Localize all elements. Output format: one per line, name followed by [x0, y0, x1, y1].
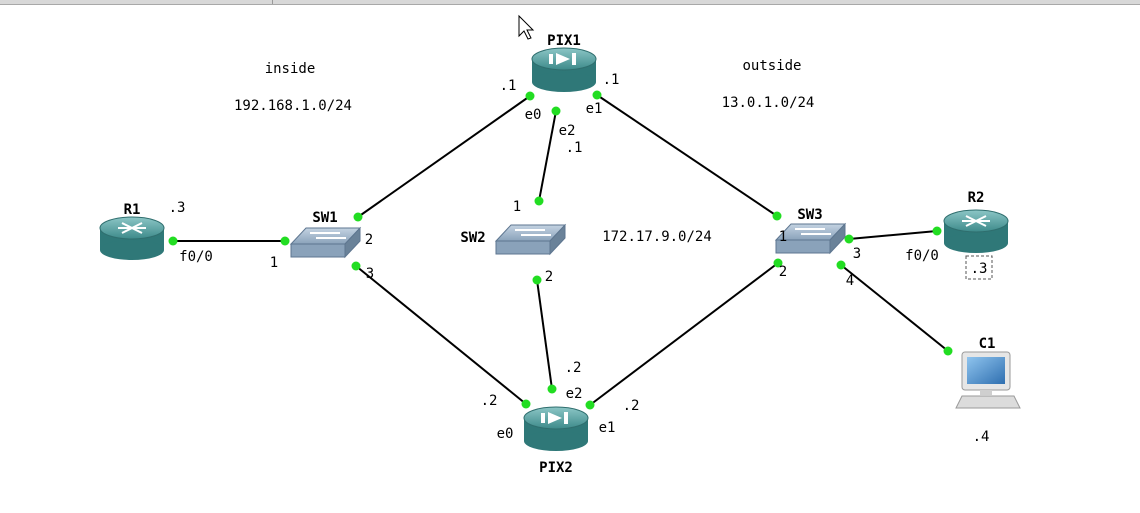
ip-label-pix2-e0: .2: [481, 393, 498, 409]
port-dot-pix2-e0[interactable]: [521, 399, 531, 409]
port-dot-sw2-1[interactable]: [534, 196, 544, 206]
mouse-cursor-icon: [518, 14, 535, 40]
port-dot-sw1-1[interactable]: [280, 236, 290, 246]
port-label-pix1-e2: e2: [559, 123, 576, 139]
port-dot-pix1-e0[interactable]: [525, 91, 535, 101]
firewall-icon: [531, 47, 597, 92]
link-sw1-pix2[interactable]: [355, 265, 527, 405]
subnet-label-inside: 192.168.1.0/24: [234, 98, 352, 114]
device-label-sw3: SW3: [797, 207, 822, 223]
link-sw2-pix2[interactable]: [536, 279, 553, 390]
port-dot-sw1-2[interactable]: [353, 212, 363, 222]
text-selection-box[interactable]: [965, 255, 993, 280]
port-dot-pix1-e2[interactable]: [551, 106, 561, 116]
port-label-sw3-2: 2: [779, 264, 787, 280]
link-sw3-r2[interactable]: [848, 230, 938, 240]
port-dot-sw3-2[interactable]: [773, 258, 783, 268]
port-label-sw3-4: 4: [846, 273, 854, 289]
port-dot-r2-f00[interactable]: [932, 226, 942, 236]
ip-label-c1: .4: [973, 429, 990, 445]
device-label-pix1: PIX1: [547, 33, 581, 49]
port-label-r2-f00: f0/0: [905, 248, 939, 264]
port-label-pix1-e0: e0: [525, 107, 542, 123]
port-dot-sw3-1[interactable]: [772, 211, 782, 221]
device-label-sw2: SW2: [460, 230, 485, 246]
link-sw1-pix1[interactable]: [357, 95, 531, 218]
port-dot-sw3-4[interactable]: [836, 260, 846, 270]
device-label-sw1: SW1: [312, 210, 337, 226]
router-icon: [99, 216, 165, 260]
port-dot-pix2-e2[interactable]: [547, 384, 557, 394]
port-label-sw3-3: 3: [853, 246, 861, 262]
switch-icon: [289, 226, 362, 259]
device-label-c1: C1: [979, 336, 996, 352]
port-label-sw1-2: 2: [365, 232, 373, 248]
firewall-pix1[interactable]: PIX1: [531, 33, 597, 92]
port-dot-sw2-2[interactable]: [532, 275, 542, 285]
port-label-pix2-e1: e1: [599, 420, 616, 436]
ip-label-pix2-e1: .2: [623, 398, 640, 414]
link-pix1-sw2[interactable]: [538, 110, 557, 202]
router-r2[interactable]: R2: [943, 190, 1009, 253]
zone-label-inside: inside: [265, 61, 316, 77]
port-label-r1-f00: f0/0: [179, 249, 213, 265]
ip-label-pix1-e2: .1: [566, 140, 583, 156]
device-label-r1: R1: [124, 202, 141, 218]
ip-label-r2[interactable]: .3: [971, 261, 988, 277]
router-r1[interactable]: R1: [99, 202, 165, 260]
port-label-pix2-e0: e0: [497, 426, 514, 442]
switch-sw2[interactable]: SW2: [460, 223, 567, 256]
window-top-border: [0, 0, 1140, 5]
ip-label-pix1-e0: .1: [500, 78, 517, 94]
links: [173, 94, 949, 406]
port-label-sw2-1: 1: [513, 199, 521, 215]
ip-label-pix1-e1: .1: [603, 72, 620, 88]
zone-label-outside: outside: [742, 58, 801, 74]
port-dot-c1[interactable]: [943, 346, 953, 356]
subnet-label-dmz: 172.17.9.0/24: [602, 229, 712, 245]
port-label-sw1-3: 3: [366, 266, 374, 282]
device-label-r2: R2: [968, 190, 985, 206]
link-pix2-sw3[interactable]: [589, 262, 779, 406]
firewall-pix2[interactable]: PIX2: [523, 406, 589, 476]
switch-sw1[interactable]: SW1: [289, 210, 362, 259]
ip-label-r1: .3: [169, 200, 186, 216]
port-label-sw1-1: 1: [270, 255, 278, 271]
port-dot-sw1-3[interactable]: [351, 261, 361, 271]
link-pix1-sw3[interactable]: [596, 94, 778, 217]
computer-icon: [955, 351, 1021, 409]
device-label-pix2: PIX2: [539, 460, 573, 476]
port-dot-r1-f00[interactable]: [168, 236, 178, 246]
subnet-label-outside: 13.0.1.0/24: [722, 95, 815, 111]
port-dot-pix2-e1[interactable]: [585, 400, 595, 410]
port-dot-pix1-e1[interactable]: [592, 90, 602, 100]
port-label-pix1-e1: e1: [586, 101, 603, 117]
port-label-sw2-2: 2: [545, 269, 553, 285]
link-sw3-c1[interactable]: [840, 264, 949, 352]
router-icon: [943, 209, 1009, 253]
port-label-sw3-1: 1: [779, 229, 787, 245]
computer-c1[interactable]: C1: [955, 336, 1021, 409]
switch-icon: [494, 223, 567, 256]
port-dot-sw3-3[interactable]: [844, 234, 854, 244]
port-label-pix2-e2: e2: [566, 386, 583, 402]
ip-label-pix2-e2: .2: [565, 360, 582, 376]
toolbar-separator: [272, 0, 273, 4]
firewall-icon: [523, 406, 589, 451]
port-dots: [168, 90, 953, 410]
